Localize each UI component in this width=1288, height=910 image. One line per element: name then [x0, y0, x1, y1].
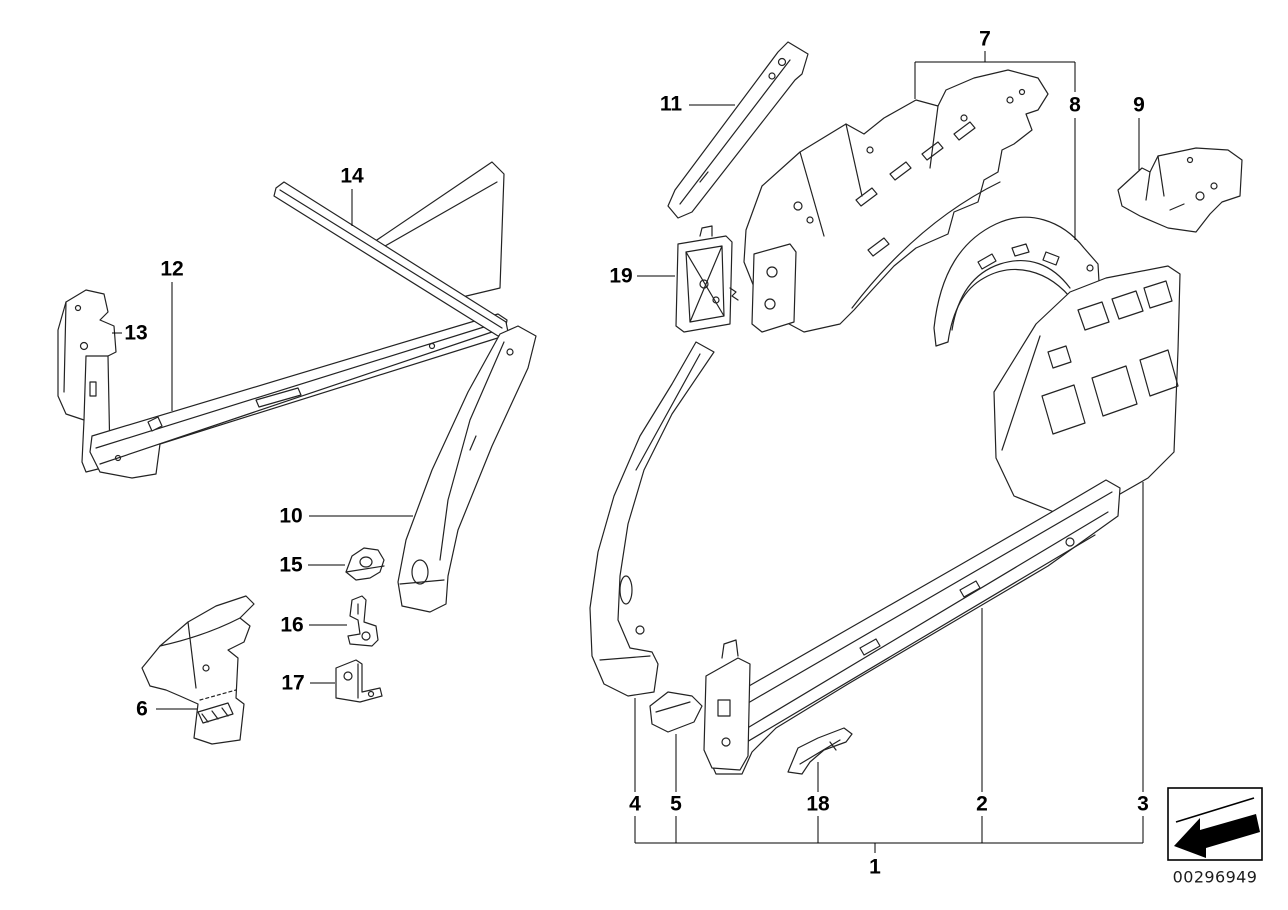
callout-11[interactable]: 11: [659, 92, 683, 116]
part-17-shape: [335, 659, 383, 703]
part-10-shape: [397, 325, 537, 613]
part-13-shape: [57, 289, 117, 473]
part-18-shape: [787, 727, 853, 775]
part-11-shape: [667, 41, 809, 219]
part-15-shape: [345, 547, 385, 581]
part-16-shape: [347, 595, 379, 647]
leader-lines: [112, 51, 1144, 853]
callout-12[interactable]: 12: [160, 257, 184, 281]
callout-7[interactable]: 7: [979, 27, 991, 51]
callout-18[interactable]: 18: [806, 792, 830, 816]
callout-2[interactable]: 2: [976, 792, 988, 816]
callout-1[interactable]: 1: [869, 855, 881, 879]
part-7-shape: [743, 69, 1049, 333]
part-3-shape: [993, 265, 1181, 513]
callout-13[interactable]: 13: [124, 321, 148, 345]
part-14-shape: [273, 161, 509, 337]
direction-arrow-box: [1167, 787, 1263, 861]
callout-19[interactable]: 19: [609, 264, 633, 288]
callout-5[interactable]: 5: [670, 792, 682, 816]
callout-15[interactable]: 15: [279, 553, 303, 577]
direction-line: [1175, 797, 1255, 823]
direction-arrow-icon: [1174, 814, 1260, 858]
callout-17[interactable]: 17: [281, 671, 305, 695]
callout-14[interactable]: 14: [340, 164, 364, 188]
callout-10[interactable]: 10: [279, 504, 303, 528]
part-2-sill-shape: [703, 479, 1121, 775]
callout-9[interactable]: 9: [1133, 93, 1145, 117]
callout-6[interactable]: 6: [136, 697, 148, 721]
part-4-shape: [589, 341, 715, 697]
callout-16[interactable]: 16: [280, 613, 304, 637]
part-number: 00296949: [1172, 867, 1258, 887]
part-19-shape: [675, 225, 739, 333]
callout-4[interactable]: 4: [629, 792, 641, 816]
part-9-shape: [1117, 147, 1243, 233]
callout-3[interactable]: 3: [1137, 792, 1149, 816]
part-6-shape: [141, 595, 255, 745]
part-5-shape: [649, 691, 703, 733]
callout-8[interactable]: 8: [1069, 93, 1081, 117]
part-12-shape: [89, 313, 508, 479]
